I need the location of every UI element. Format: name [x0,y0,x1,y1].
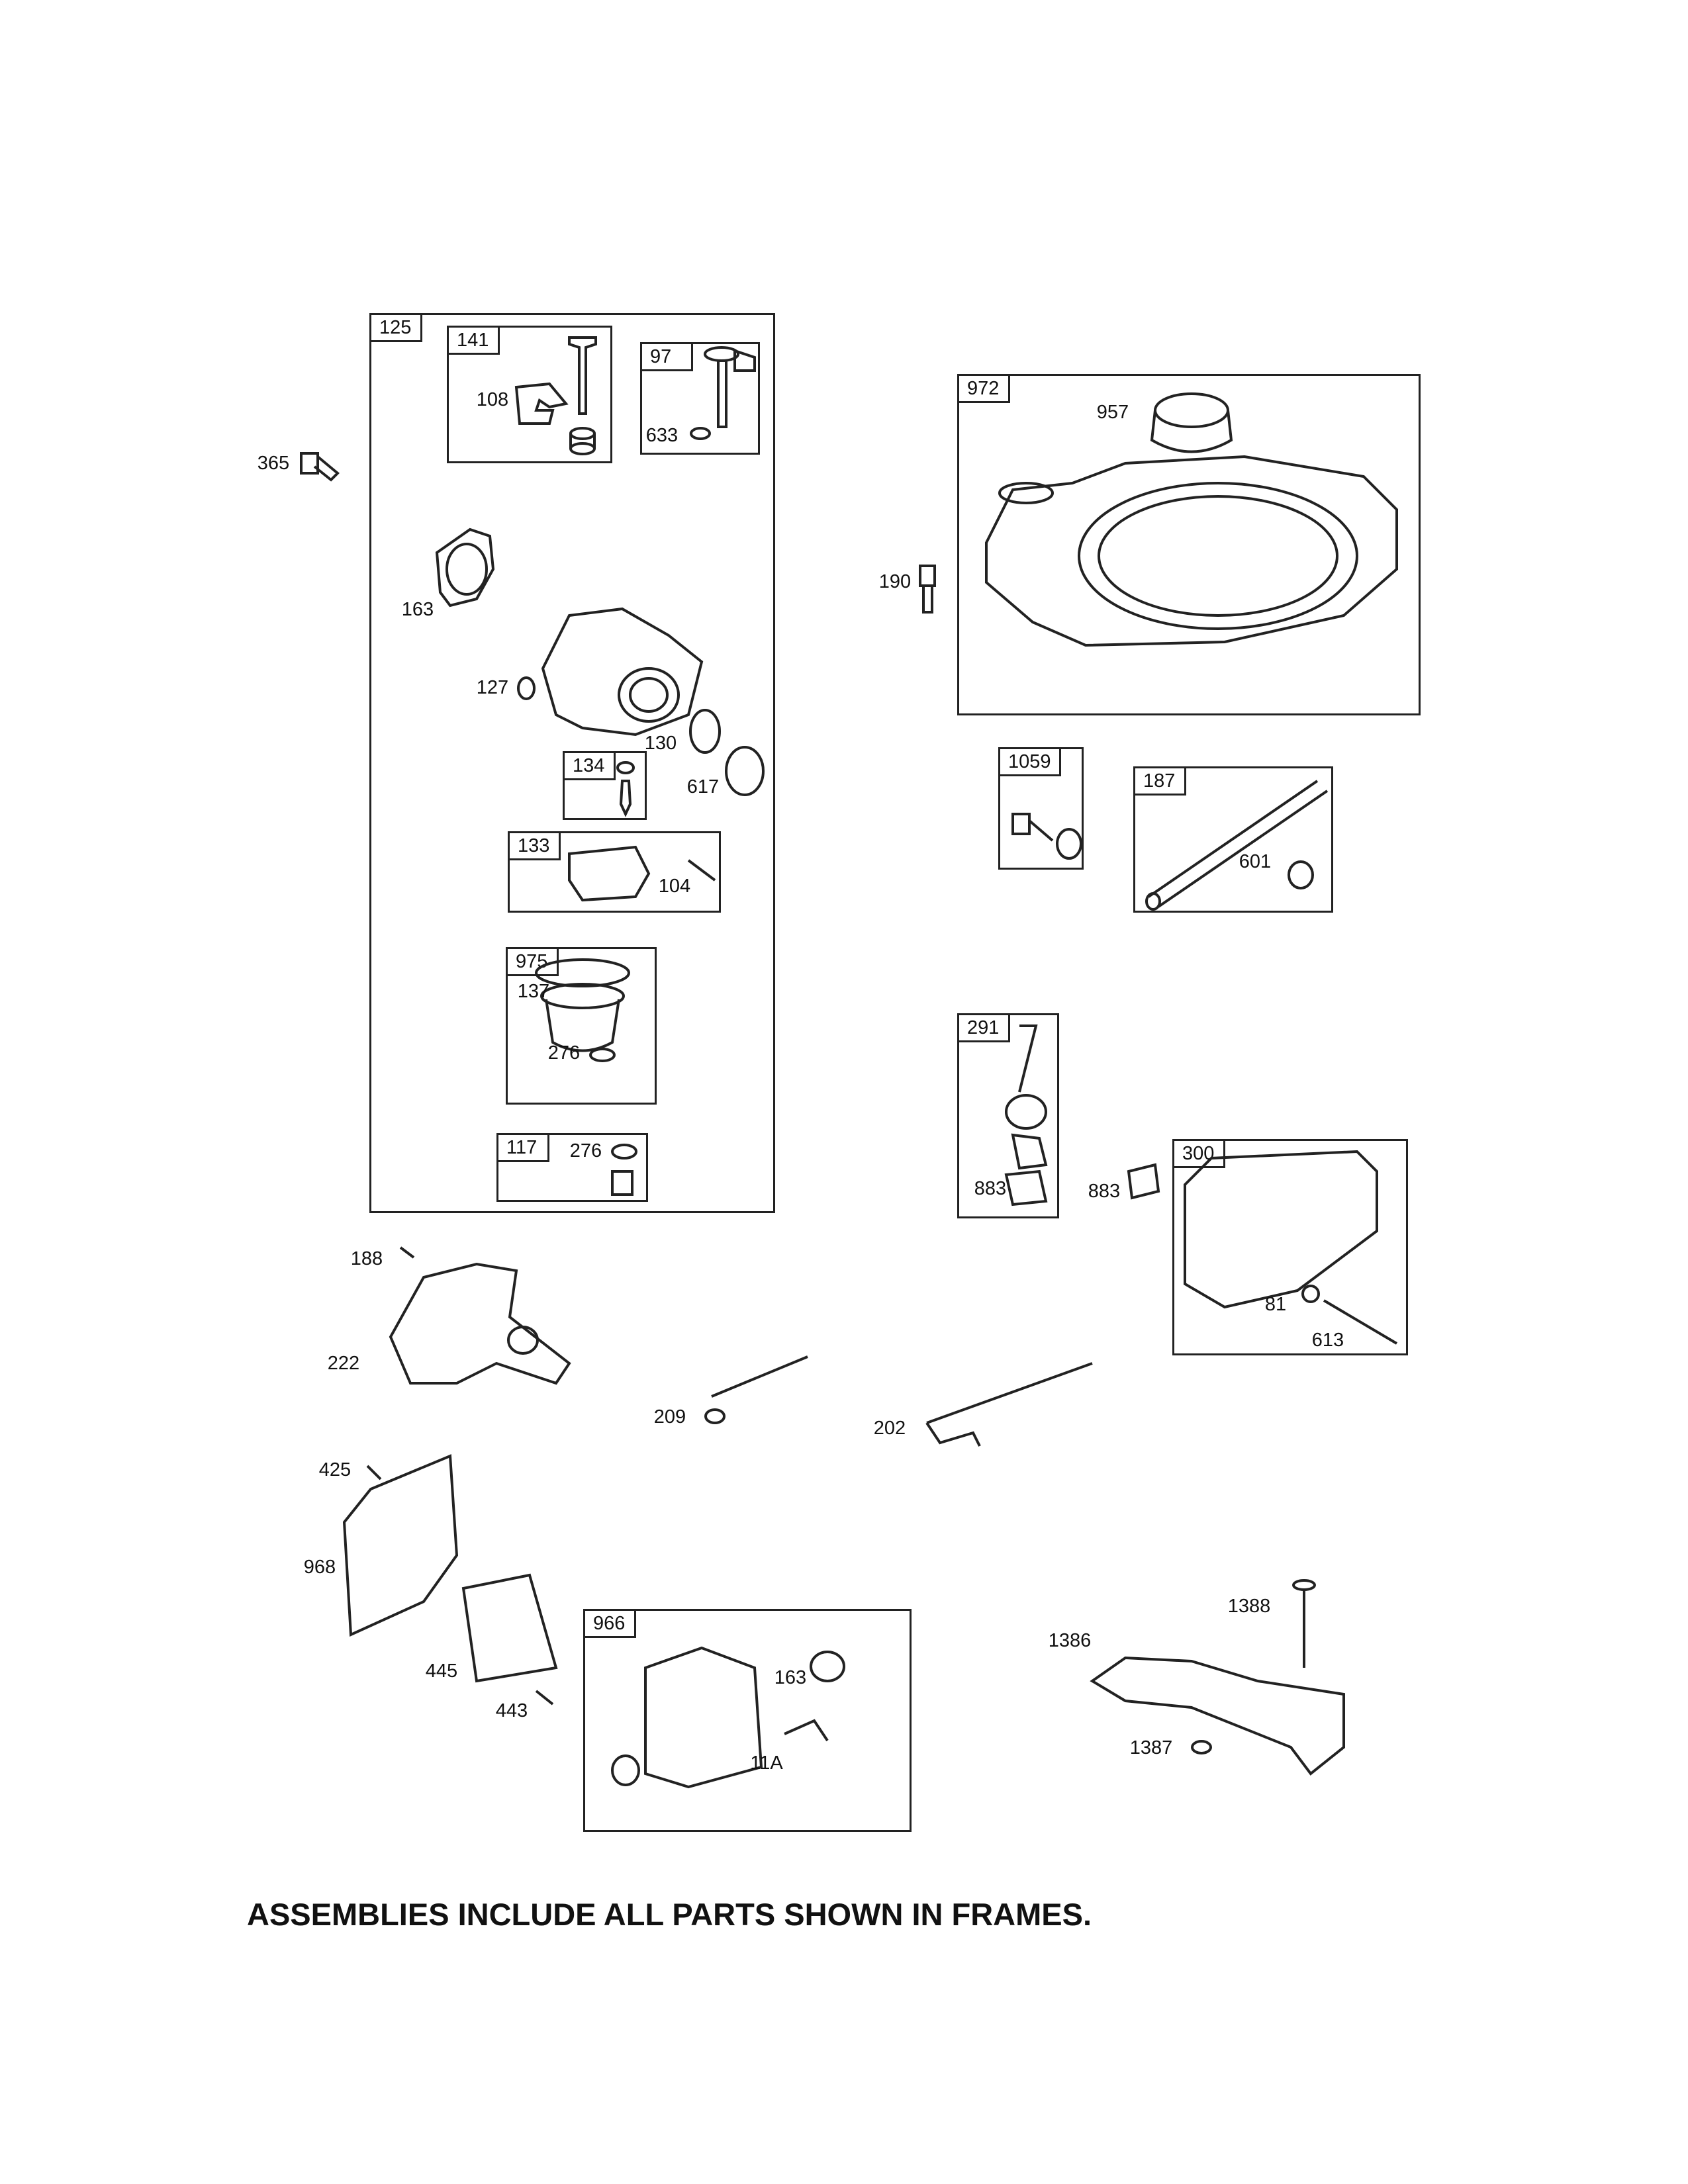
callout-202: 202 [873,1418,906,1439]
callout-163: 163 [774,1667,807,1688]
bowl-137-icon [535,958,630,1052]
callout-957: 957 [1096,402,1129,423]
callout-108: 108 [476,389,509,410]
frame-134: 134 [563,751,647,820]
callout-1386: 1386 [1048,1630,1092,1651]
cap-957-icon [1150,392,1233,453]
callout-1388: 1388 [1227,1596,1271,1617]
bolt-365-icon [300,452,340,482]
muffler-icon [1184,1150,1378,1309]
valve-1388-icon [1292,1579,1316,1668]
callout-137: 137 [517,981,550,1002]
callout-130: 130 [644,733,677,754]
callout-613: 613 [1311,1330,1344,1351]
spring-209-icon [704,1355,808,1424]
frame-187: 187 [1133,766,1333,913]
gasket-883-icon [1004,1163,1160,1206]
filter-445-icon [461,1573,558,1683]
callout-883: 883 [974,1178,1007,1199]
cover-966-icon [611,1646,763,1789]
lever-97-icon [704,346,756,428]
frame-1059: 1059 [998,747,1084,870]
callout-617: 617 [686,776,720,797]
screw-613-icon [1323,1299,1398,1345]
callout-190: 190 [878,571,912,592]
callout-11A: 11A [750,1752,783,1774]
primer-291-icon [1005,1024,1048,1170]
callout-209: 209 [653,1406,686,1428]
spring-1387-icon [1191,1740,1212,1754]
link-202-icon [925,1362,1093,1447]
washer-633-icon [690,427,711,440]
callout-104: 104 [658,876,691,897]
callout-276: 276 [569,1140,602,1161]
bolt-117-icon [611,1170,633,1196]
callout-633: 633 [645,425,679,446]
pin-104-icon [687,859,716,882]
frame-300: 300 [1172,1139,1408,1355]
frame-label: 966 [583,1609,636,1638]
callout-445: 445 [425,1661,458,1682]
float-133-icon [568,845,651,902]
frame-125: 125 [369,313,775,1213]
callout-443: 443 [495,1700,528,1721]
oring-617-icon [725,746,765,796]
fuel-tank-icon [985,455,1398,647]
frame-label: 125 [369,313,422,342]
fuel-line-icon [1145,780,1329,911]
frame-label: 972 [957,374,1010,403]
plate-108-icon [514,382,569,425]
frame-133: 133 [508,831,721,913]
callout-601: 601 [1239,851,1272,872]
bolt-188-icon [399,1246,415,1259]
frame-label: 134 [563,751,616,780]
callout-1387: 1387 [1129,1737,1173,1758]
bolt-190-icon [919,565,936,614]
callout-222: 222 [327,1353,360,1374]
frame-label: 291 [957,1013,1010,1042]
bolt-425-icon [366,1465,382,1480]
washer-276-icon [589,1048,637,1160]
callout-883: 883 [1088,1181,1121,1202]
plate-130-icon [689,709,721,754]
frame-label: 975 [506,947,559,976]
callout-365: 365 [257,453,290,474]
frame-97: 97 [640,342,760,455]
frame-label: 133 [508,831,561,860]
frame-141: 141 [447,326,612,463]
shaft-141-icon [568,336,597,455]
carburetor-body-icon [541,607,704,737]
bolt-443-icon [535,1690,554,1706]
plug-127-icon [517,676,536,700]
frame-117: 117 [496,1133,648,1202]
needle-134-icon [616,761,635,817]
air-filter-base-968-icon [342,1454,459,1637]
callout-127: 127 [476,677,509,698]
callout-968: 968 [303,1557,336,1578]
bolt-1059-icon [1011,813,1082,860]
frame-label: 300 [1172,1139,1225,1168]
clamp-601-icon [1288,860,1314,889]
frame-975: 975 [506,947,657,1105]
frame-label: 97 [640,342,693,371]
bracket-222-icon [389,1262,571,1385]
gasket-163-small-icon [810,1651,845,1682]
washer-81-icon [1301,1285,1320,1303]
frame-966: 966 [583,1609,912,1832]
callout-81: 81 [1264,1294,1287,1315]
frame-label: 1059 [998,747,1061,776]
frame-291: 291 [957,1013,1059,1218]
frame-label: 187 [1133,766,1186,796]
assemblies-note: ASSEMBLIES INCLUDE ALL PARTS SHOWN IN FR… [247,1897,1092,1932]
callout-425: 425 [318,1459,352,1480]
frame-label: 141 [447,326,500,355]
frame-label: 117 [496,1133,549,1162]
frame-972: 972 [957,374,1421,715]
callout-276: 276 [547,1042,581,1064]
callout-188: 188 [350,1248,383,1269]
callout-163: 163 [401,599,434,620]
elbow-11A-icon [784,1719,829,1742]
cover-1386-icon [1090,1656,1345,1776]
gasket-163-icon [435,527,495,608]
